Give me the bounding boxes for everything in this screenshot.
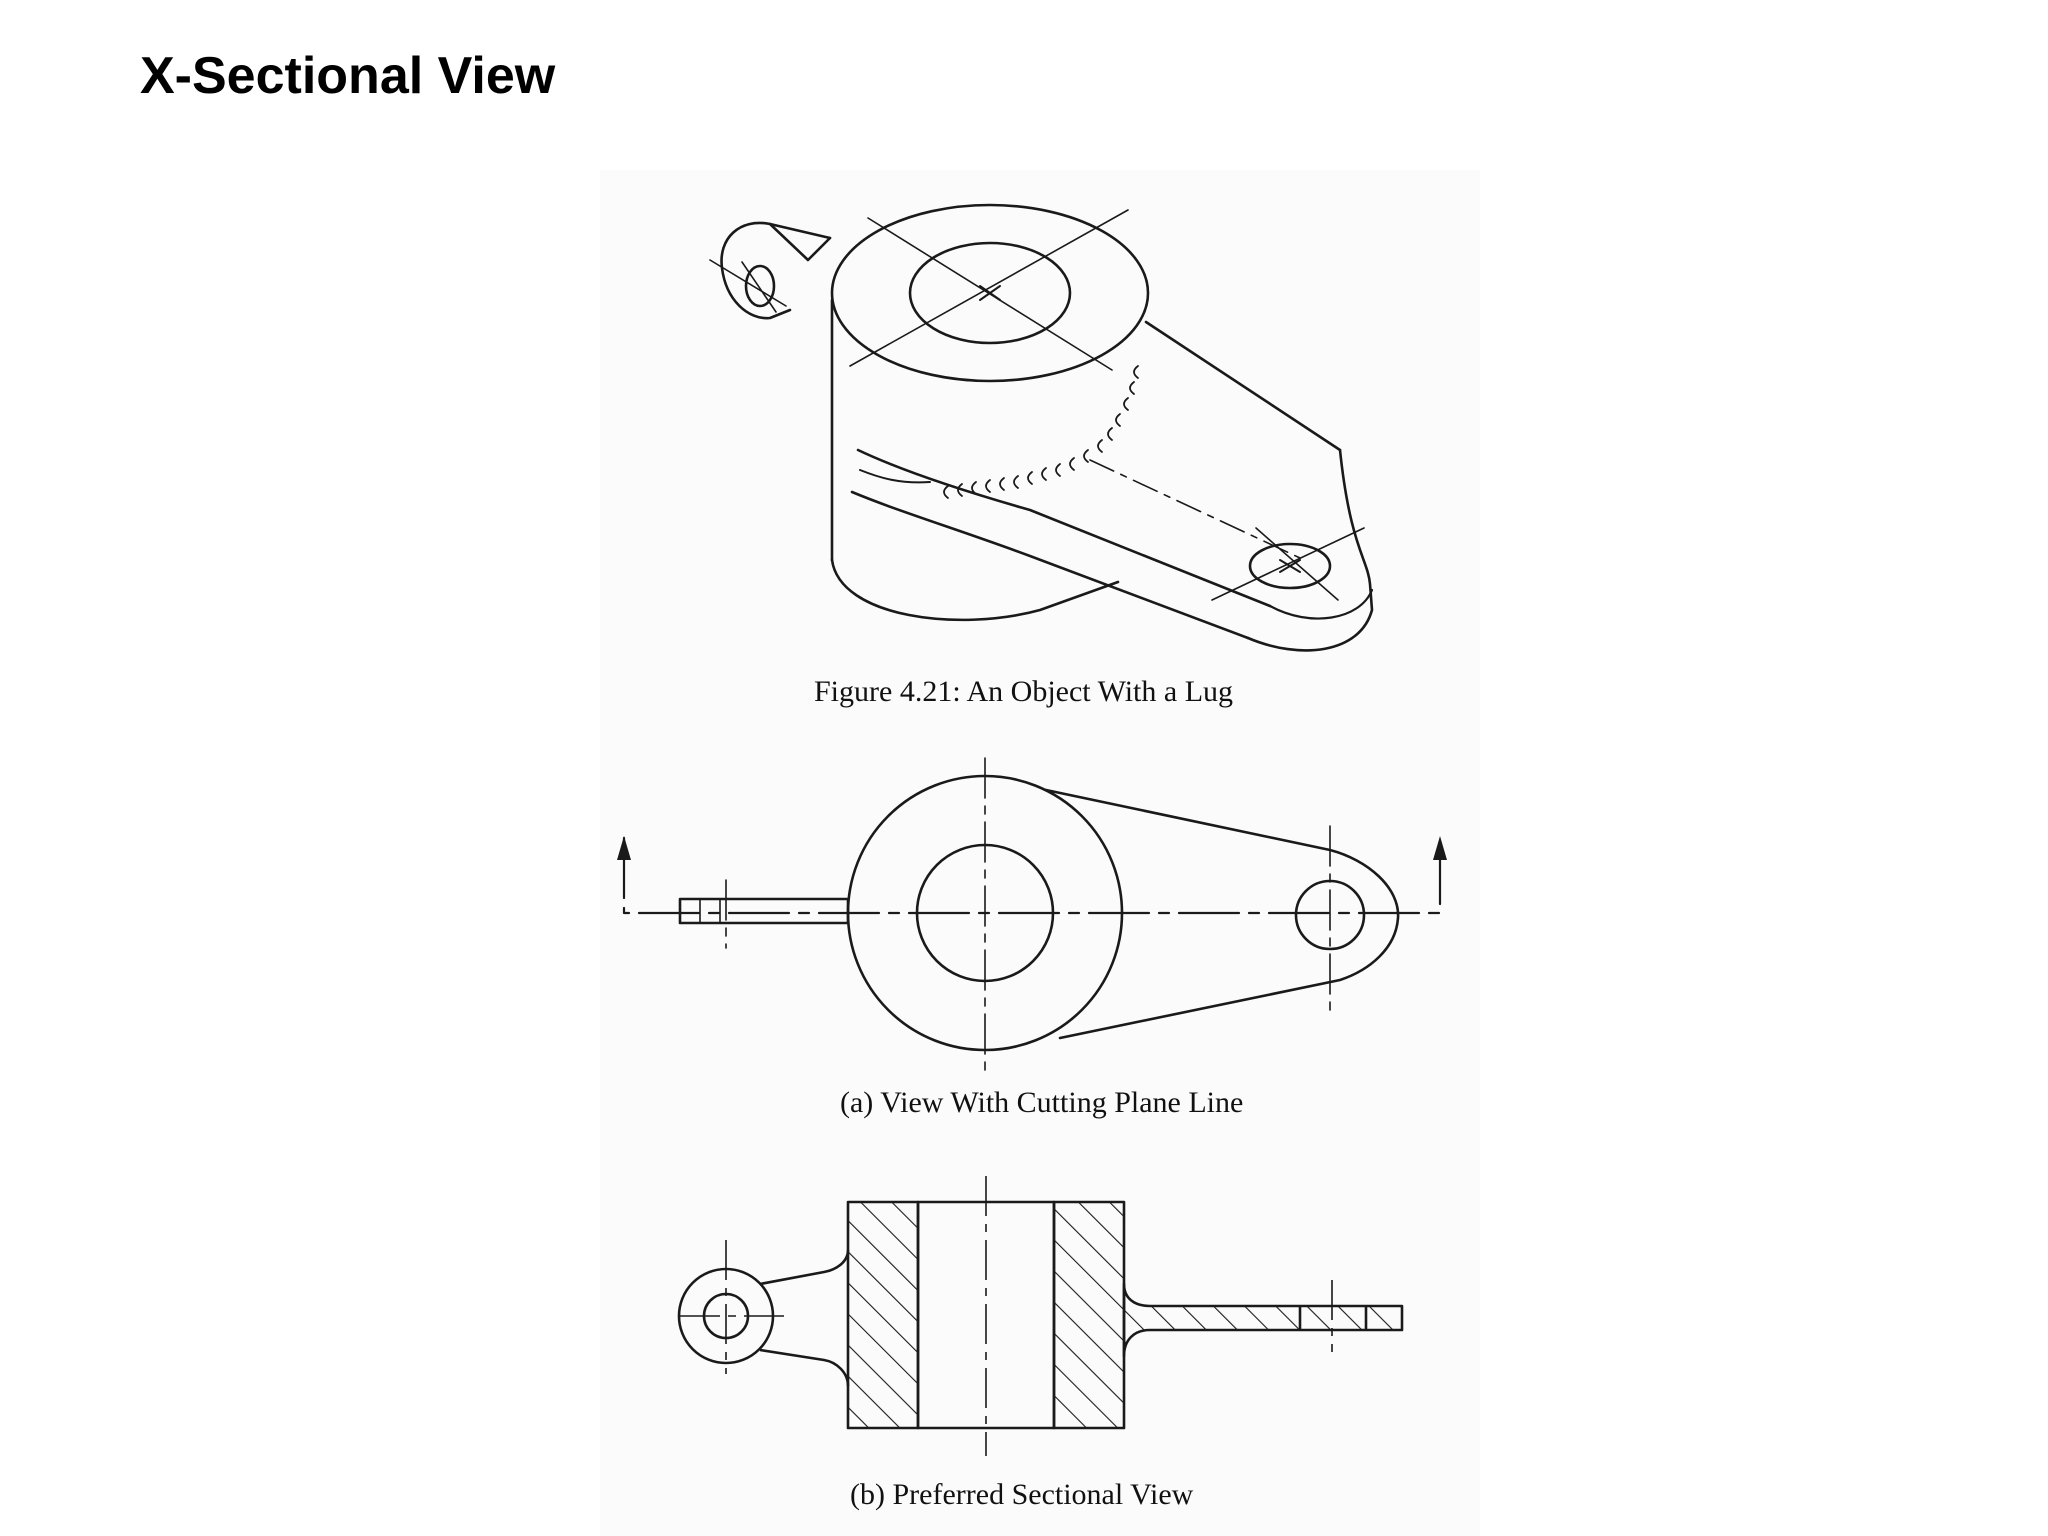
right-lug-outline xyxy=(1044,788,1400,1040)
figure-caption-isometric: Figure 4.21: An Object With a Lug xyxy=(814,675,1234,708)
cutting-plane-line xyxy=(617,836,1447,915)
arm-side-edge xyxy=(856,448,1272,608)
weld-bead xyxy=(943,365,1139,499)
small-lug-top-edge xyxy=(768,222,832,262)
small-lug-hole xyxy=(744,264,776,308)
figure-caption-cutting-plane: (a) View With Cutting Plane Line xyxy=(840,1086,1244,1119)
large-lug-outline xyxy=(1246,448,1374,652)
arm-lower-edge xyxy=(850,490,1250,640)
isometric-view xyxy=(709,203,1374,652)
figure-caption-sectional: (b) Preferred Sectional View xyxy=(850,1478,1194,1511)
small-lug-outline xyxy=(720,221,832,320)
sectional-view xyxy=(677,1176,1404,1456)
top-view xyxy=(617,757,1447,1071)
cylinder-top xyxy=(830,203,1150,383)
arm-top-edge xyxy=(1144,320,1342,452)
left-wall-section xyxy=(846,1200,920,1430)
cylinder-bottom xyxy=(830,558,1120,622)
large-lug-hole xyxy=(1248,542,1332,590)
right-wall-section xyxy=(1052,1200,1126,1430)
slide-title: X-Sectional View xyxy=(140,47,556,105)
left-lug-edge-view xyxy=(678,897,850,925)
right-lug-section xyxy=(1122,1282,1404,1358)
bore-hole xyxy=(908,241,1072,345)
